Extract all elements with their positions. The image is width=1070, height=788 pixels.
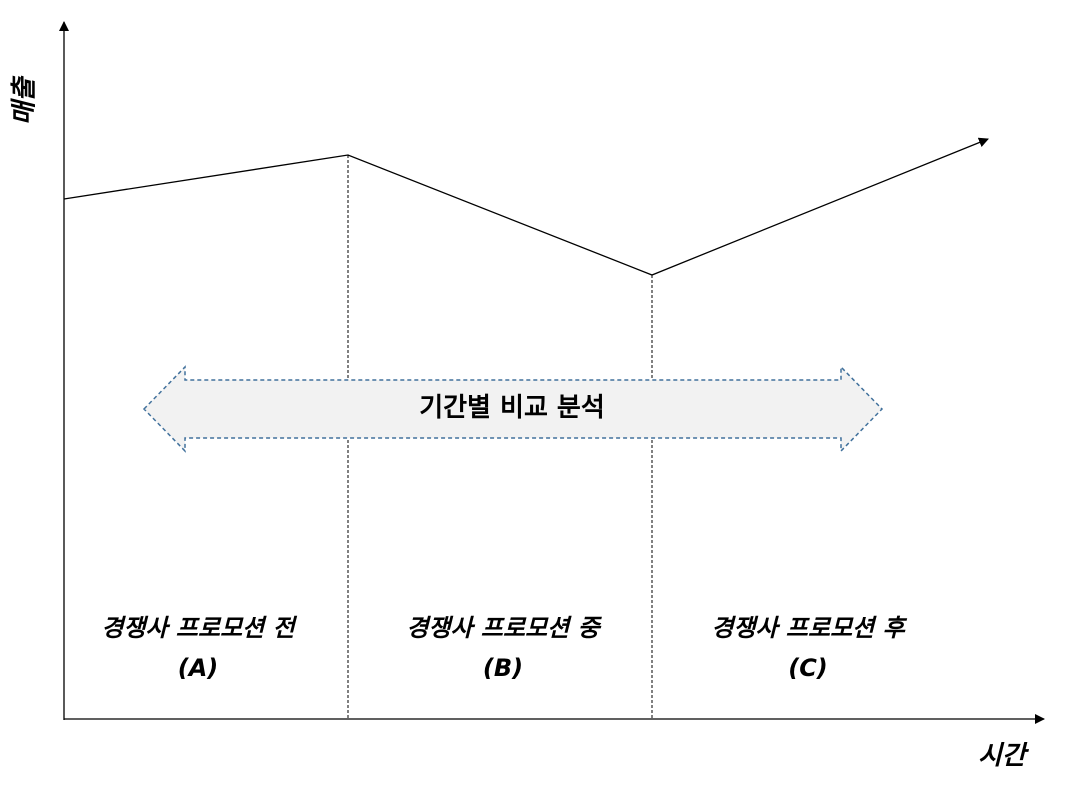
comparison-arrow-label: 기간별 비교 분석 xyxy=(419,393,605,423)
x-axis-label: 시간 xyxy=(978,741,1026,771)
period-label-a: 경쟁사 프로모션 전 (A) xyxy=(58,608,338,688)
period-comparison-arrow xyxy=(142,365,884,453)
period-b-name: 경쟁사 프로모션 중 xyxy=(406,614,600,642)
period-c-name: 경쟁사 프로모션 후 xyxy=(711,614,905,642)
period-c-code: (C) xyxy=(788,654,828,682)
period-a-name: 경쟁사 프로모션 전 xyxy=(101,614,295,642)
period-label-c: 경쟁사 프로모션 후 (C) xyxy=(668,608,948,688)
period-b-code: (B) xyxy=(482,654,524,682)
sales-trend-line xyxy=(63,137,989,276)
period-label-b: 경쟁사 프로모션 중 (B) xyxy=(363,608,643,688)
period-a-code: (A) xyxy=(177,654,219,682)
y-axis-label: 매출 xyxy=(9,77,40,126)
